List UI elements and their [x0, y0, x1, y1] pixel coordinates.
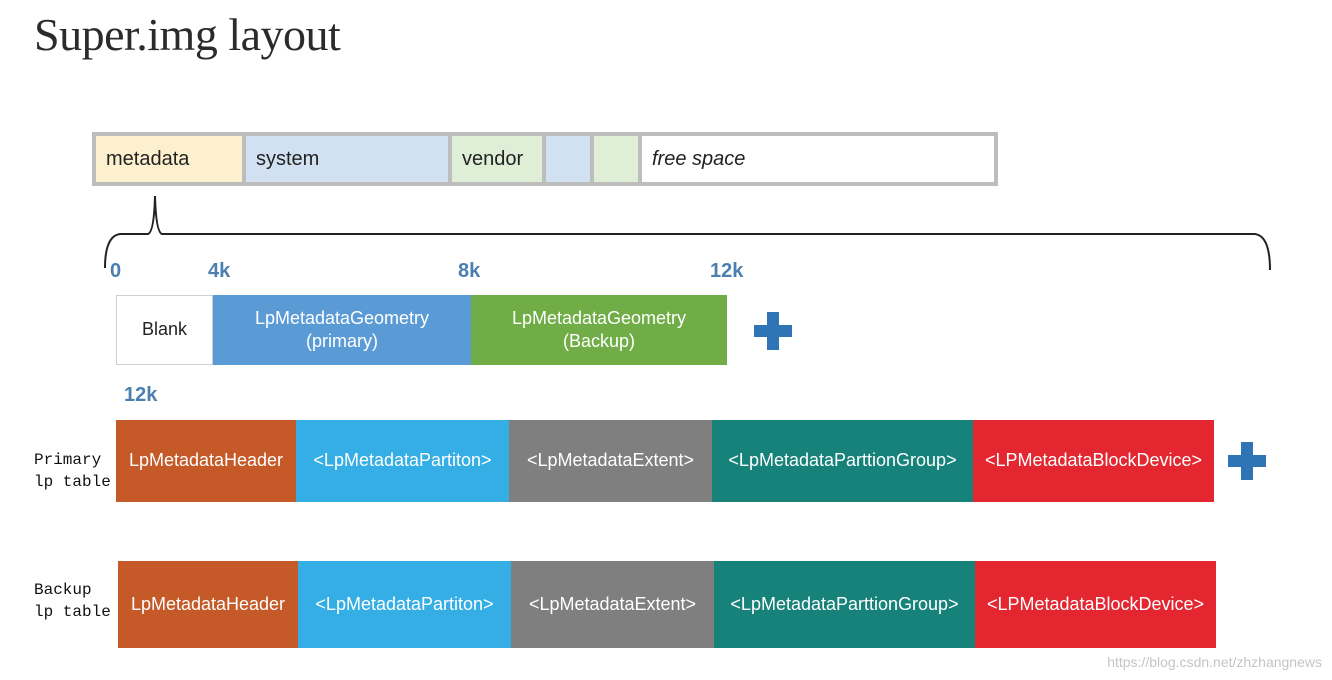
super-partition-bar: metadata system vendor free space	[92, 132, 998, 186]
block-label: <LpMetadataExtent>	[528, 593, 697, 614]
lp-partition-group-block: <LpMetadataParttionGroup>	[714, 561, 975, 648]
plus-icon	[1228, 442, 1266, 480]
partition-label: system	[256, 147, 320, 170]
primary-lp-table: LpMetadataHeader <LpMetadataPartiton> <L…	[116, 420, 1214, 502]
partition-label: vendor	[462, 147, 524, 170]
lp-block-device-block: <LPMetadataBlockDevice>	[975, 561, 1216, 648]
lp-extent-block: <LpMetadataExtent>	[511, 561, 714, 648]
block-label: LpMetadataHeader	[130, 593, 286, 614]
lp-header-block: LpMetadataHeader	[116, 420, 296, 502]
partition-label: metadata	[106, 147, 190, 170]
partition-system: system	[246, 136, 448, 182]
primary-table-label: Primary lp table	[34, 451, 111, 491]
offset-tick: 8k	[458, 260, 481, 282]
lp-partition-block: <LpMetadataPartiton>	[296, 420, 509, 502]
block-label: <LpMetadataExtent>	[526, 450, 695, 471]
block-label: Blank	[141, 319, 188, 340]
offset-tick: 0	[110, 260, 122, 282]
partition-unlabeled-blue	[546, 136, 590, 182]
lp-block-device-block: <LPMetadataBlockDevice>	[973, 420, 1214, 502]
watermark: https://blog.csdn.net/zhzhangnews	[1107, 654, 1322, 670]
geometry-primary-block: LpMetadataGeometry (primary)	[213, 295, 471, 365]
offset-tick: 4k	[208, 260, 231, 282]
table-offset-tick: 12k	[124, 384, 158, 406]
partition-label: free space	[652, 147, 746, 170]
block-label: <LPMetadataBlockDevice>	[984, 450, 1203, 471]
block-label: <LpMetadataPartiton>	[315, 593, 494, 614]
block-label: LpMetadataHeader	[128, 450, 284, 471]
block-label: LpMetadataGeometry (primary)	[254, 307, 430, 351]
block-label: <LPMetadataBlockDevice>	[986, 593, 1205, 614]
page-title: Super.img layout	[34, 9, 341, 60]
offset-tick: 12k	[710, 260, 744, 282]
backup-table-label: Backup lp table	[34, 581, 111, 621]
backup-lp-table: LpMetadataHeader <LpMetadataPartiton> <L…	[118, 561, 1216, 648]
partition-free-space: free space	[642, 136, 994, 182]
geometry-backup-block: LpMetadataGeometry (Backup)	[471, 295, 727, 365]
block-label: <LpMetadataPartiton>	[313, 450, 492, 471]
lp-extent-block: <LpMetadataExtent>	[509, 420, 712, 502]
blank-block: Blank	[116, 295, 213, 365]
metadata-geometry-row: Blank LpMetadataGeometry (primary) LpMet…	[116, 295, 727, 365]
plus-icon	[754, 312, 792, 350]
block-label: <LpMetadataParttionGroup>	[728, 450, 957, 471]
lp-partition-group-block: <LpMetadataParttionGroup>	[712, 420, 973, 502]
block-label: <LpMetadataParttionGroup>	[730, 593, 959, 614]
lp-header-block: LpMetadataHeader	[118, 561, 298, 648]
block-label: LpMetadataGeometry (Backup)	[511, 307, 687, 351]
lp-partition-block: <LpMetadataPartiton>	[298, 561, 511, 648]
partition-vendor: vendor	[452, 136, 542, 182]
partition-metadata: metadata	[96, 136, 242, 182]
partition-unlabeled-green	[594, 136, 638, 182]
